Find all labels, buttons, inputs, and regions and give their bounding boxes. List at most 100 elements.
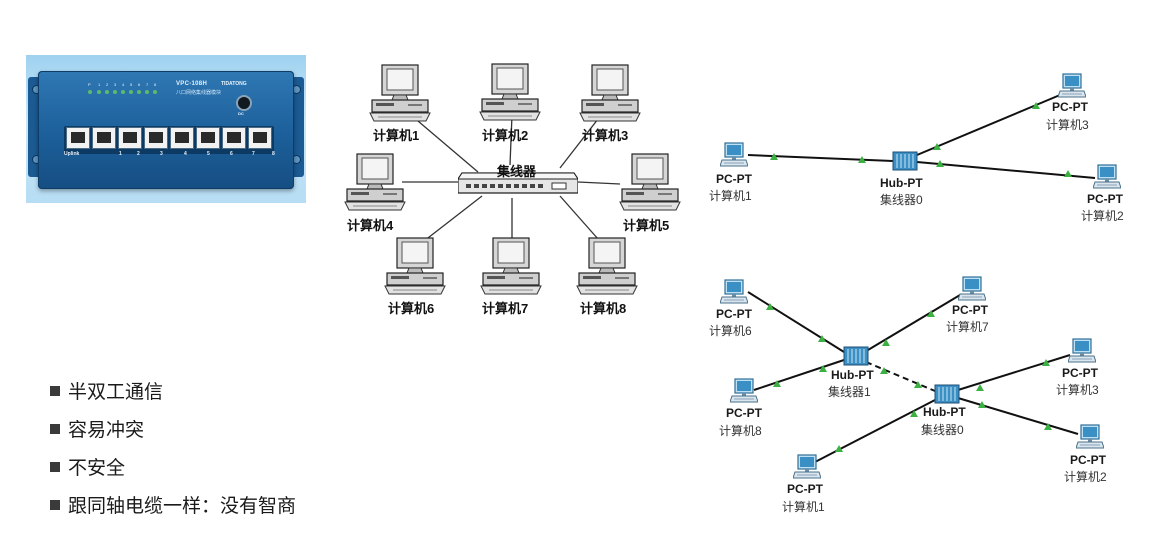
link-status-icon [818,335,826,342]
pt-device-name: 计算机7 [946,320,989,334]
port-number: 4 [184,151,187,157]
link-status-icon [910,410,918,417]
bullet-text: 不安全 [68,458,126,479]
pt-link-hub0-pc1 [814,399,936,463]
computer-icon [344,153,406,211]
pt-device-type: PC-PT [1062,366,1098,380]
pt-device-type: Hub-PT [831,368,874,382]
pt-device-type: PC-PT [787,482,823,496]
computer-label: 计算机4 [347,218,394,233]
rj45-port-icon [248,127,272,149]
pt-device-type: PC-PT [1070,453,1106,467]
link-status-icon [978,401,986,408]
computer-icon [384,237,446,295]
bullet-text: 半双工通信 [68,382,164,403]
uplink-label: Uplink [64,151,80,157]
led-label: 2 [106,82,109,87]
link-status-icon [1044,423,1052,430]
square-bullet-icon [50,386,60,396]
rj45-port-icon [144,127,168,149]
dc-label: DC [238,111,244,116]
rj45-port-icon [222,127,246,149]
pt-device-type: PC-PT [726,406,762,420]
square-bullet-icon [50,462,60,472]
link-status-icon [882,339,890,346]
led-label: 5 [130,82,133,87]
computer-label: 计算机7 [482,301,529,316]
port-number: 1 [119,151,122,157]
led-icon [88,90,92,94]
led-icon [105,90,109,94]
computer-icon [579,64,641,122]
pt-pc-icon [1093,164,1121,189]
port-number: 5 [207,151,210,157]
rj45-port-icon [118,127,142,149]
link-status-icon [770,153,778,160]
computer-label: 计算机8 [580,301,627,316]
led-label: 7 [146,82,149,87]
pt-device-type: PC-PT [1087,192,1123,206]
led-icon [97,90,101,94]
computer-label: 计算机6 [388,301,435,316]
link-status-icon [1042,359,1050,366]
hub-device-icon [458,172,578,194]
port-number: 2 [137,151,140,157]
led-icon [113,90,117,94]
link-status-icon [976,384,984,391]
link-status-icon [927,310,935,317]
pt-link-pc8-hub1 [753,359,845,391]
link-status-icon [936,160,944,167]
link-status-icon [1032,102,1040,109]
computer-icon [576,237,638,295]
led-label: P [88,82,91,87]
pt-pc-icon [730,378,758,403]
port-number: 8 [272,151,275,157]
link-status-icon [858,156,866,163]
led-label: 4 [122,82,125,87]
computer-icon [619,153,681,211]
rj45-port-icon [170,127,194,149]
led-icon [137,90,141,94]
link-status-icon [880,367,888,374]
pt-link-hub1-hub0 [865,361,936,392]
pt-device-type: Hub-PT [923,405,966,419]
pt-device-type: PC-PT [716,172,752,186]
hub-brand-label: TIDATONG [221,81,247,87]
hub-photo: P 1 2 3 4 5 6 7 8 VPC-108H TIDATONG 八口网络… [26,55,306,203]
pt-device-name: 计算机3 [1056,383,1099,397]
led-icon [153,90,157,94]
pt-link-pc6-hub1 [747,291,845,353]
bullet-item: 跟同轴电缆一样：没有智商 [50,491,296,518]
pt-link-pc7-hub1 [867,294,961,351]
led-icon [129,90,133,94]
bullet-item: 半双工通信 [50,377,163,404]
bullet-text: 容易冲突 [68,420,145,441]
pt-device-name: 集线器1 [828,385,871,399]
pt-device-type: Hub-PT [880,176,923,190]
pt-hub-icon [892,151,918,171]
pt-pc-icon [720,279,748,304]
link-status-icon [773,380,781,387]
pt-device-type: PC-PT [952,303,988,317]
cable-pc2 [509,114,513,166]
link-status-icon [819,365,827,372]
pt-pc-icon [793,454,821,479]
link-status-icon [914,381,922,388]
computer-label: 计算机1 [373,128,420,143]
computer-label: 计算机5 [623,218,670,233]
cable-pc5 [577,181,621,185]
led-label: 1 [98,82,101,87]
pt-pc-icon [1076,424,1104,449]
rj45-port-icon [92,127,116,149]
link-status-icon [933,143,941,150]
port-number: 7 [252,151,255,157]
pt-device-name: 计算机2 [1064,470,1107,484]
led-label: 8 [154,82,157,87]
port-number: 3 [160,151,163,157]
led-icon [121,90,125,94]
dc-power-jack-icon [236,95,252,111]
bullet-item: 不安全 [50,453,125,480]
pt-device-name: 计算机3 [1046,118,1089,132]
led-label: 6 [138,82,141,87]
pt-pc-icon [1058,73,1086,98]
